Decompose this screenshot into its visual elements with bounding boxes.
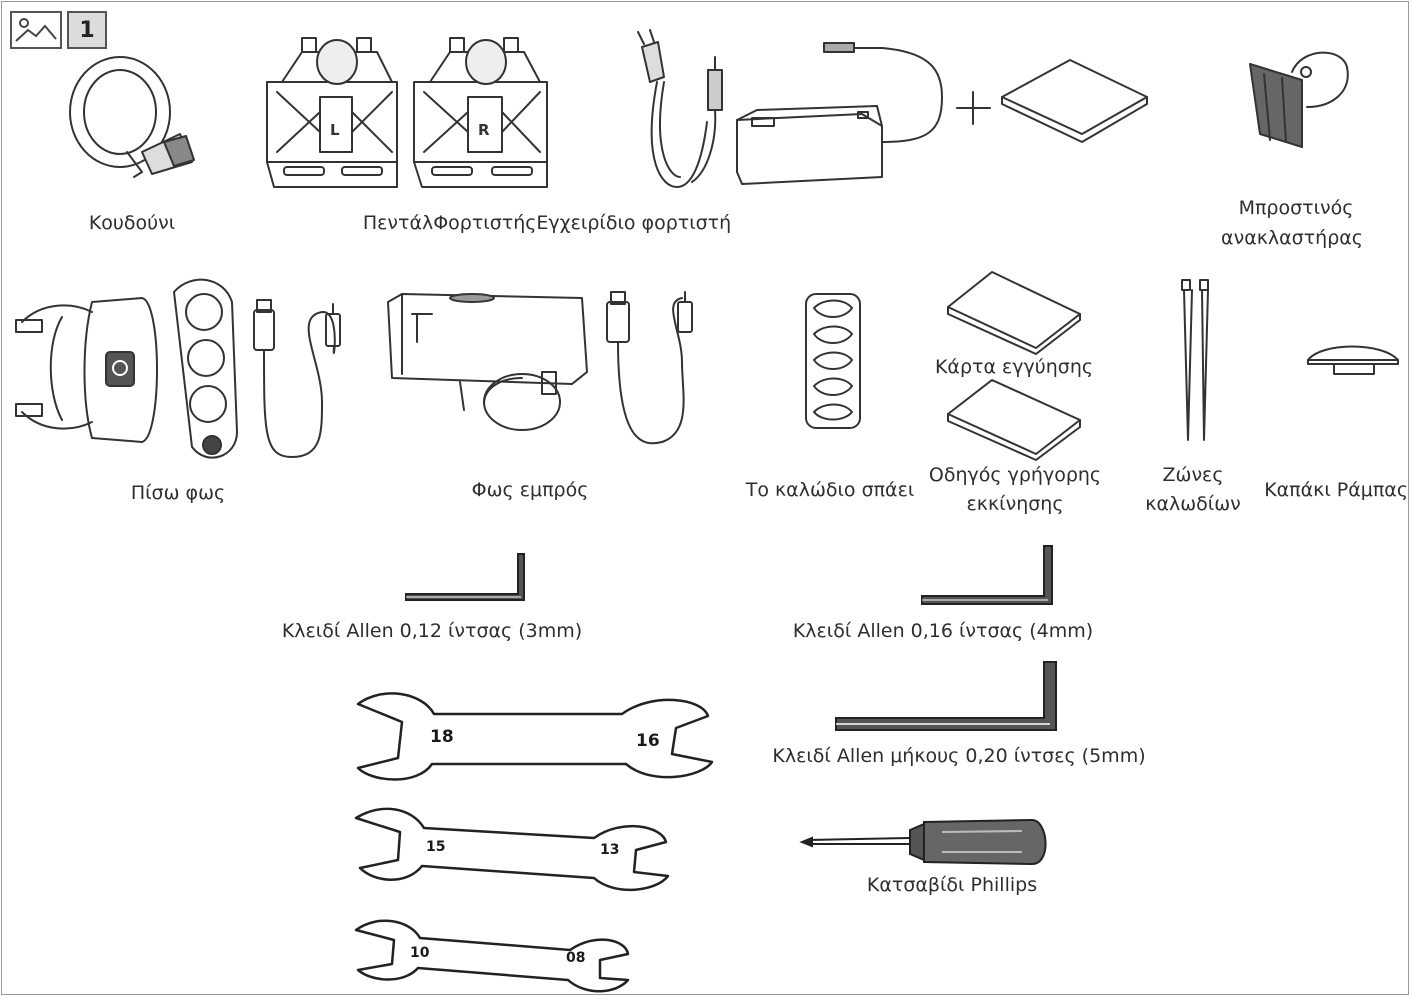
- label-screwdriver: Κατσαβίδι Phillips: [866, 874, 1038, 896]
- pedal-letter-left: L: [330, 121, 340, 139]
- charger-illustration: [736, 42, 943, 185]
- front-usb-cable-illustration: [606, 291, 693, 445]
- wrench-size-08: 08: [566, 950, 585, 966]
- wrench-10-08-illustration: [354, 919, 630, 993]
- image-view-button[interactable]: [10, 11, 62, 49]
- power-cord-illustration: [637, 29, 723, 188]
- label-allen-5mm: Κλειδί Allen μήκους 0,20 ίντσες (5mm): [772, 745, 1146, 767]
- label-front-reflector-line2: ανακλαστήρας: [1221, 227, 1363, 249]
- label-pedal-charger-manual: ΠεντάλΦορτιστήςΕγχειρίδιο φορτιστή: [362, 212, 732, 234]
- label-front-reflector-line1: Μπροστινός: [1238, 197, 1354, 219]
- pedal-letter-right: R: [478, 121, 490, 139]
- allen-key-4mm-illustration: [921, 545, 1053, 605]
- pedal-right-illustration: [413, 37, 548, 188]
- wrench-15-13-illustration: [354, 807, 670, 891]
- label-allen-3mm: Κλειδί Allen 0,12 ίντσας (3mm): [281, 620, 583, 642]
- label-bell: Κουδούνι: [88, 212, 176, 234]
- wrench-size-13: 13: [600, 842, 619, 858]
- cable-ties-illustration: [1181, 279, 1209, 441]
- image-icon: [15, 18, 57, 42]
- ramp-cap-illustration: [1307, 345, 1399, 375]
- wrench-size-10: 10: [410, 945, 430, 961]
- label-front-light: Φως εμπρός: [471, 479, 589, 501]
- label-cable-clips: Το καλώδιο σπάει: [745, 479, 915, 501]
- step-number-badge: 1: [67, 11, 107, 49]
- pedal-left-illustration: [266, 37, 398, 188]
- label-ramp-cap: Καπάκι Ράμπας: [1264, 479, 1408, 501]
- quick-start-guide-illustration: [947, 379, 1081, 461]
- label-cable-ties-line1: Ζώνες: [1162, 464, 1224, 486]
- allen-key-5mm-illustration: [835, 661, 1057, 731]
- label-quick-start-line2: εκκίνησης: [966, 493, 1064, 515]
- wrench-size-15: 15: [426, 839, 445, 855]
- wrench-size-16: 16: [636, 731, 660, 751]
- wrench-size-18: 18: [430, 727, 454, 747]
- rear-light-illustration: [15, 278, 238, 459]
- front-light-illustration: [387, 293, 588, 431]
- label-warranty-card: Κάρτα εγγύησης: [934, 356, 1094, 378]
- label-quick-start-line1: Οδηγός γρήγορης: [928, 464, 1102, 486]
- label-rear-light: Πίσω φως: [130, 482, 226, 504]
- cable-clips-illustration: [805, 293, 861, 429]
- front-reflector-illustration: [1249, 51, 1349, 148]
- wrench-18-16-illustration: [356, 692, 714, 781]
- bell-illustration: [69, 56, 195, 178]
- charger-manual-illustration: [1001, 59, 1148, 143]
- allen-key-3mm-illustration: [405, 553, 525, 601]
- label-allen-4mm: Κλειδί Allen 0,16 ίντσας (4mm): [792, 620, 1094, 642]
- label-cable-ties-line2: καλωδίων: [1145, 493, 1241, 515]
- warranty-card-illustration: [947, 271, 1081, 355]
- rear-usb-cable-illustration: [253, 299, 341, 458]
- screwdriver-illustration: [799, 818, 1047, 866]
